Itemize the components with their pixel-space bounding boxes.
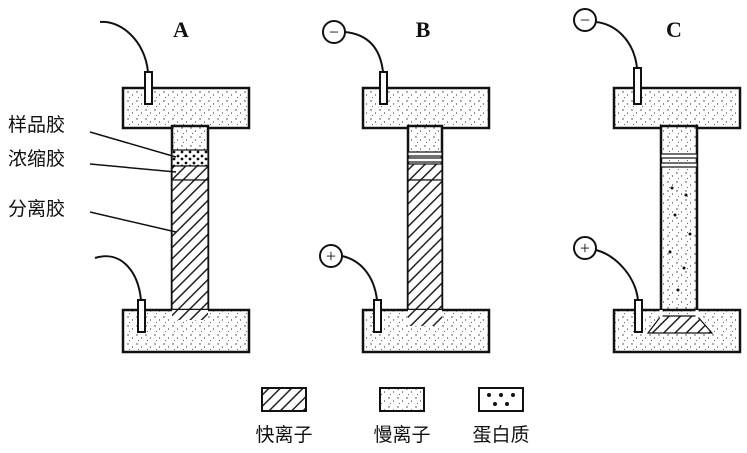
panel-c: C − + [573, 8, 742, 354]
legend-swatch-fast-ion [261, 387, 307, 412]
legend-swatch-slow-ion [379, 387, 425, 412]
sample-gel-a [171, 149, 209, 167]
protein-band-c1 [660, 153, 698, 159]
separating-gel-b [407, 179, 443, 321]
panel-label-b: B [416, 17, 431, 42]
positive-symbol-b: + [326, 246, 336, 266]
legend-swatch-protein [478, 387, 524, 412]
protein-band-b [407, 151, 443, 157]
pointer-sample-gel [89, 131, 177, 158]
separating-gel-a [171, 179, 209, 321]
legend-label-fast-ion: 快离子 [255, 424, 312, 446]
legend-label-protein: 蛋白质 [472, 424, 529, 446]
negative-symbol-c: − [580, 10, 590, 30]
positive-electrode-icon-b [319, 244, 343, 268]
legend-protein-dots [487, 393, 515, 406]
upper-electrode-a [144, 71, 153, 105]
positive-symbol-c: + [580, 238, 590, 258]
protein-dots-c [668, 186, 692, 292]
upper-reservoir-a [121, 86, 251, 130]
protein-band-c2 [660, 162, 698, 168]
upper-electrode-b [379, 71, 388, 105]
pointer-stacking-gel [89, 163, 177, 173]
lower-electrode-c [634, 299, 643, 333]
legend: 快离子 慢离子 蛋白质 [255, 387, 530, 446]
upper-electrode-c [633, 67, 642, 105]
lower-electrode-a [137, 299, 146, 333]
positive-electrode-icon-c [573, 236, 597, 260]
label-sample-gel: 样品胶 [8, 114, 65, 136]
panel-label-a: A [173, 17, 189, 42]
lower-electrode-b [373, 299, 382, 333]
stacking-gel-a [171, 165, 209, 181]
negative-symbol-b: − [329, 22, 339, 42]
pointer-separating-gel [89, 211, 177, 233]
stacking-gel-b [407, 163, 443, 181]
label-stacking-gel: 浓缩胶 [8, 148, 65, 170]
legend-label-slow-ion: 慢离子 [373, 424, 430, 446]
panel-b: B − + [319, 17, 491, 354]
panel-label-c: C [666, 17, 682, 42]
panel-a: A [94, 17, 251, 354]
upper-wire-a [99, 20, 149, 73]
negative-electrode-icon-c [573, 8, 597, 32]
upper-reservoir-c [612, 86, 742, 130]
lower-wire-a [94, 255, 142, 301]
side-labels: 样品胶 浓缩胶 分离胶 [8, 114, 177, 233]
label-separating-gel: 分离胶 [8, 198, 65, 220]
